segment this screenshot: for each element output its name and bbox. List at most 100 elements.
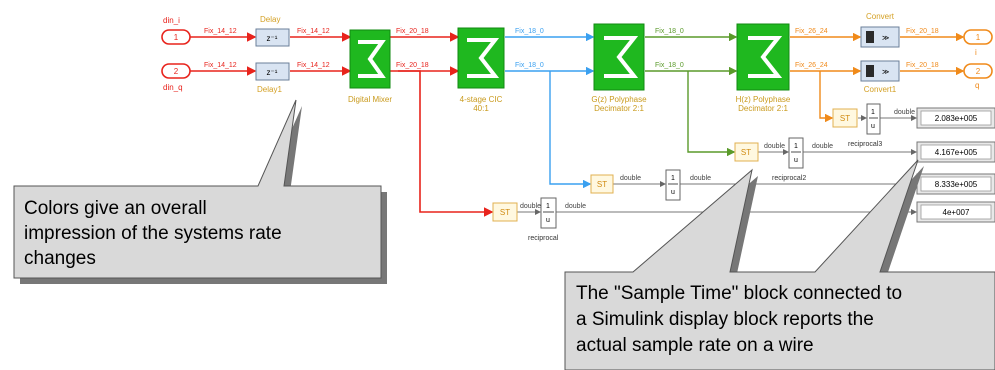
callout-right-line1: The "Sample Time" block connected to (576, 283, 902, 304)
sigma-icon (604, 36, 639, 78)
red-wires (190, 32, 494, 217)
input-port-din-i[interactable]: 1 din_i (161, 16, 191, 45)
svg-text:ST: ST (741, 148, 751, 157)
sample-time-block-1[interactable]: ST (832, 108, 858, 128)
callout-left-line1: Colors give an overall (24, 198, 207, 219)
orange-wires (790, 32, 965, 123)
svg-text:ST: ST (840, 114, 850, 123)
wire-label-conv-i: Fix_20_18 (906, 28, 939, 35)
display-block-4[interactable]: 4e+007 (916, 201, 995, 223)
delay-glyph: z⁻¹ (267, 34, 278, 43)
mixer-title: Digital Mixer (348, 95, 392, 104)
svg-text:1: 1 (546, 203, 550, 210)
wire-label-in2: Fix_14_12 (204, 62, 237, 69)
display-value: 4e+007 (943, 208, 970, 217)
cic-title-2: 40:1 (473, 104, 489, 113)
display-block-3[interactable]: 8.333e+005 (916, 173, 995, 195)
input-port-label: din_i (163, 16, 180, 25)
wire-label-g-i: Fix_18_0 (655, 28, 684, 35)
reciprocal-block[interactable]: 1 u reciprocal (528, 197, 559, 242)
h-polyphase-block[interactable]: H(z) Polyphase Decimator 2:1 (736, 23, 791, 113)
display-value: 8.333e+005 (935, 180, 978, 189)
sample-time-block-4[interactable]: ST (492, 202, 518, 222)
wire-label-double-3: double (812, 143, 833, 150)
input-port-number: 2 (174, 67, 179, 76)
svg-text:ST: ST (597, 180, 607, 189)
green-wires (645, 32, 738, 157)
sample-time-block-3[interactable]: ST (590, 174, 614, 194)
wire-label-mix-q: Fix_20_18 (396, 62, 429, 69)
svg-text:u: u (871, 123, 875, 130)
wire-label-double-7: double (565, 203, 586, 210)
wire-label-double-4: double (620, 175, 641, 182)
wire-label-double-5: double (690, 175, 711, 182)
g-title-2: Decimator 2:1 (594, 104, 644, 113)
callout-right-line3: actual sample rate on a wire (576, 335, 814, 356)
svg-text:u: u (671, 189, 675, 196)
svg-text:u: u (794, 157, 798, 164)
output-port-number: 1 (976, 33, 981, 42)
output-port-i[interactable]: 1 i (963, 29, 993, 57)
svg-text:ST: ST (500, 208, 510, 217)
output-port-label: q (975, 81, 979, 90)
wire-label-delay: Fix_14_12 (297, 28, 330, 35)
cic-title-1: 4-stage CIC (460, 95, 503, 104)
convert1-title: Convert1 (864, 85, 897, 94)
cic-block[interactable]: 4-stage CIC 40:1 (457, 27, 505, 113)
svg-text:≫: ≫ (882, 69, 889, 76)
sample-time-block-2[interactable]: ST (734, 142, 759, 162)
callout-left-line3: changes (24, 248, 96, 269)
reciprocal1-block[interactable]: 1 u (665, 169, 681, 201)
delay1-glyph: z⁻¹ (267, 68, 278, 77)
reciprocal2-block[interactable]: 1 u reciprocal2 (772, 137, 806, 182)
wire-label-h-i: Fix_26_24 (795, 28, 828, 35)
svg-text:u: u (546, 217, 550, 224)
convert-block[interactable]: ≫ Convert (860, 12, 900, 48)
convert1-block[interactable]: ≫ Convert1 (860, 60, 900, 94)
wire-label-cic-i: Fix_18_0 (515, 28, 544, 35)
reciprocal-label: reciprocal (528, 235, 559, 242)
sigma-icon (467, 38, 500, 78)
wire-label-conv-q: Fix_20_18 (906, 62, 939, 69)
wire-label-in1: Fix_14_12 (204, 28, 237, 35)
wire-label-mix-i: Fix_20_18 (396, 28, 429, 35)
gray-wires (517, 115, 917, 215)
sigma-icon (358, 40, 386, 78)
g-title-1: G(z) Polyphase (591, 95, 647, 104)
callout-left-line2: impression of the systems rate (24, 223, 282, 244)
wire-label-g-q: Fix_18_0 (655, 62, 684, 69)
reciprocal3-block[interactable]: 1 u reciprocal3 (848, 103, 882, 148)
display-block-2[interactable]: 4.167e+005 (916, 141, 995, 163)
digital-mixer-block[interactable]: Digital Mixer (348, 29, 392, 104)
g-polyphase-block[interactable]: G(z) Polyphase Decimator 2:1 (591, 23, 647, 113)
wire-label-double-1: double (894, 109, 915, 116)
display-value: 4.167e+005 (935, 148, 978, 157)
wire-label-double-6: double (520, 203, 541, 210)
output-port-label: i (975, 48, 977, 57)
delay-title: Delay (260, 15, 280, 24)
svg-text:1: 1 (794, 143, 798, 150)
callout-right-line2: a Simulink display block reports the (576, 309, 874, 330)
wire-label-double-2: double (764, 143, 785, 150)
wire-label-cic-q: Fix_18_0 (515, 62, 544, 69)
display-block-1[interactable]: 2.083e+005 (916, 107, 995, 129)
svg-text:≫: ≫ (882, 35, 889, 42)
svg-text:1: 1 (871, 109, 875, 116)
delay-block[interactable]: z⁻¹ Delay (255, 15, 290, 47)
delay1-block[interactable]: z⁻¹ Delay1 (255, 62, 290, 94)
delay1-title: Delay1 (257, 85, 282, 94)
convert-icon (866, 31, 874, 43)
h-title-1: H(z) Polyphase (736, 95, 791, 104)
sigma-icon (748, 36, 783, 78)
wire-label-delay1: Fix_14_12 (297, 62, 330, 69)
wire-label-h-q: Fix_26_24 (795, 62, 828, 69)
blue-wires (505, 32, 595, 189)
output-port-q[interactable]: 2 q (963, 63, 993, 90)
svg-text:1: 1 (671, 175, 675, 182)
output-port-number: 2 (976, 67, 981, 76)
callout-sample-time: The "Sample Time" block connected to a S… (564, 159, 995, 370)
input-port-din-q[interactable]: 2 din_q (161, 63, 191, 92)
display-value: 2.083e+005 (935, 114, 978, 123)
convert-title: Convert (866, 12, 895, 21)
